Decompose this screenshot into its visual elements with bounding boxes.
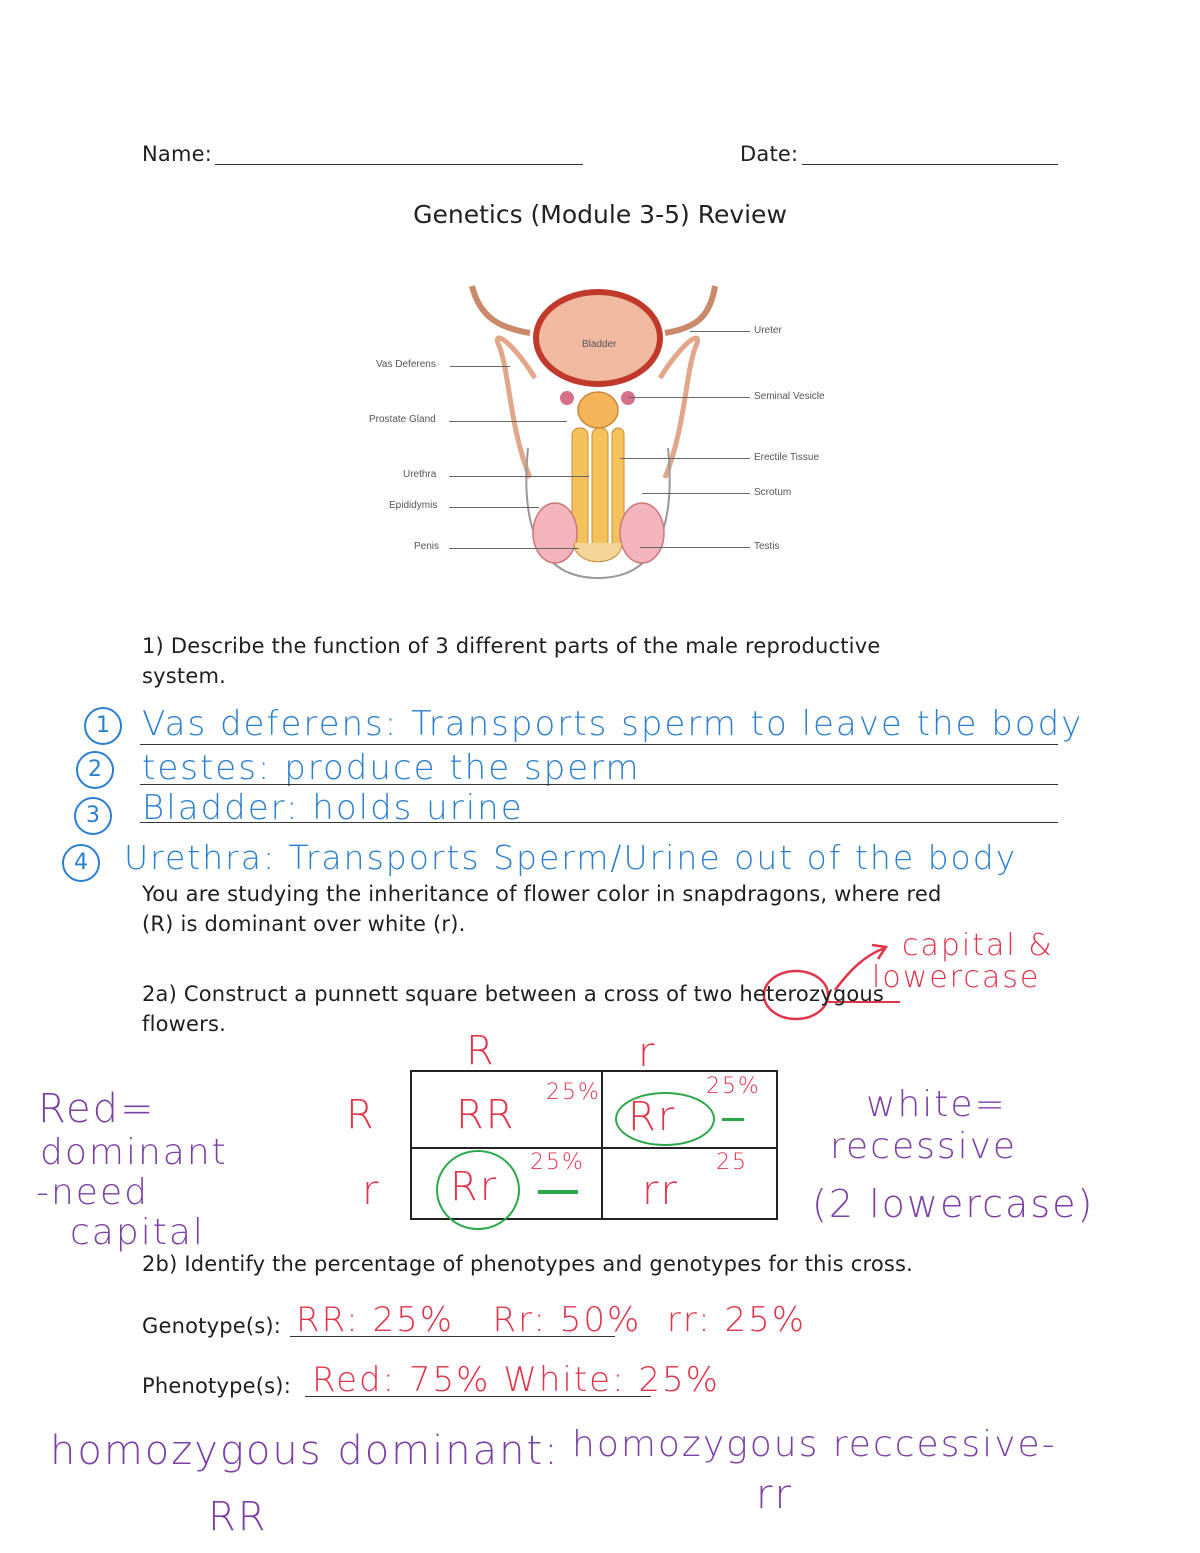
punnett-cell-2: Rr — [628, 1094, 677, 1140]
homozygous-dominant-note: homozygous dominant: — [50, 1428, 560, 1474]
answer-line-1[interactable] — [140, 744, 1058, 745]
leader-scrotum — [642, 493, 750, 494]
note-white-recessive-3: (2 lowercase) — [812, 1182, 1095, 1226]
genotype-line[interactable] — [290, 1336, 615, 1337]
q2b-prompt: 2b) Identify the percentage of phenotype… — [142, 1252, 914, 1276]
context-line1: You are studying the inheritance of flow… — [142, 882, 942, 906]
punnett-divider-vertical — [601, 1072, 603, 1218]
name-field-line[interactable] — [215, 164, 583, 165]
homozygous-recessive-value: rr — [756, 1472, 793, 1518]
label-seminal-vesicle: Seminal Vesicle — [754, 391, 825, 402]
punnett-percent-2: 25% — [706, 1074, 761, 1099]
label-ureter: Ureter — [754, 325, 782, 336]
answer-1-handwritten: Vas deferens: Transports sperm to leave … — [142, 704, 1084, 744]
phenotype-label: Phenotype(s): — [142, 1374, 291, 1398]
leader-vas-deferens — [450, 366, 510, 367]
phenotype-line[interactable] — [305, 1396, 651, 1397]
answer-number-1: 1 — [84, 707, 122, 745]
date-label: Date: — [740, 142, 799, 166]
punnett-percent-4: 25 — [716, 1150, 748, 1175]
punnett-top-allele-2: r — [638, 1030, 657, 1076]
leader-seminal-vesicle — [628, 397, 750, 398]
homozygous-dominant-value: RR — [208, 1494, 268, 1540]
phenotype-answer: Red: 75% White: 25% — [312, 1360, 720, 1400]
answer-4-handwritten: Urethra: Transports Sperm/Urine out of t… — [124, 838, 1018, 877]
answer-number-4: 4 — [62, 844, 100, 882]
punnett-top-allele-1: R — [466, 1028, 496, 1074]
note-white-recessive-1: white= — [866, 1084, 1007, 1125]
date-field-line[interactable] — [802, 164, 1058, 165]
leader-prostate-gland — [449, 421, 567, 422]
label-scrotum: Scrotum — [754, 487, 792, 498]
note-capital: capital & — [902, 928, 1054, 963]
punnett-cell-4: rr — [642, 1168, 679, 1214]
leader-epididymis — [449, 507, 539, 508]
homozygous-recessive-note: homozygous reccessive- — [572, 1424, 1057, 1465]
note-red-dominant-2: dominant — [40, 1132, 228, 1173]
note-white-recessive-2: recessive — [830, 1126, 1018, 1167]
bladder-label: Bladder — [582, 339, 617, 350]
answer-line-2[interactable] — [140, 784, 1058, 785]
punnett-side-allele-1: R — [346, 1092, 376, 1138]
heterozygous-mark-2 — [538, 1190, 578, 1194]
punnett-cell-3: Rr — [450, 1164, 499, 1210]
label-erectile-tissue: Erectile Tissue — [754, 452, 820, 463]
answer-line-3[interactable] — [140, 822, 1058, 823]
note-arrow-icon — [762, 943, 900, 1021]
punnett-percent-1: 25% — [546, 1080, 601, 1105]
q2a-prompt-line2: flowers. — [142, 1012, 227, 1036]
label-epididymis: Epididymis — [389, 500, 438, 511]
answer-number-3: 3 — [74, 797, 112, 835]
note-red-dominant-4: capital — [70, 1212, 205, 1253]
punnett-square — [410, 1070, 778, 1220]
label-testis: Testis — [754, 541, 780, 552]
heterozygous-mark-1 — [722, 1118, 744, 1121]
page-title: Genetics (Module 3-5) Review — [413, 200, 787, 229]
q1-prompt-line1: 1) Describe the function of 3 different … — [142, 634, 881, 658]
leader-testis — [640, 547, 750, 548]
note-lowercase: lowercase — [872, 960, 1041, 995]
q2a-prompt-line1: 2a) Construct a punnett square between a… — [142, 982, 885, 1006]
leader-urethra — [449, 476, 589, 477]
label-vas-deferens: Vas Deferens — [376, 359, 436, 370]
label-prostate-gland: Prostate Gland — [369, 414, 436, 425]
genotype-answer: RR: 25% Rr: 50% rr: 25% — [296, 1300, 807, 1340]
note-red-dominant-3: -need — [36, 1172, 149, 1213]
punnett-divider-horizontal — [412, 1147, 776, 1149]
label-urethra: Urethra — [403, 469, 437, 480]
q1-prompt-line2: system. — [142, 664, 226, 688]
punnett-circle-2 — [436, 1150, 520, 1230]
answer-2-handwritten: testes: produce the sperm — [142, 748, 641, 788]
punnett-percent-3: 25% — [530, 1150, 585, 1175]
note-red-dominant-1: Red= — [38, 1086, 156, 1132]
punnett-cell-1: RR — [456, 1092, 516, 1138]
leader-erectile-tissue — [620, 458, 750, 459]
context-line2: (R) is dominant over white (r). — [142, 912, 466, 936]
answer-number-2: 2 — [76, 751, 114, 789]
punnett-side-allele-2: r — [362, 1168, 381, 1214]
punnett-circle-1 — [615, 1092, 715, 1146]
genotype-label: Genotype(s): — [142, 1314, 282, 1338]
name-label: Name: — [142, 142, 213, 166]
label-penis: Penis — [414, 541, 440, 552]
answer-3-handwritten: Bladder: holds urine — [142, 788, 524, 828]
leader-penis — [449, 548, 579, 549]
leader-ureter — [690, 331, 750, 332]
